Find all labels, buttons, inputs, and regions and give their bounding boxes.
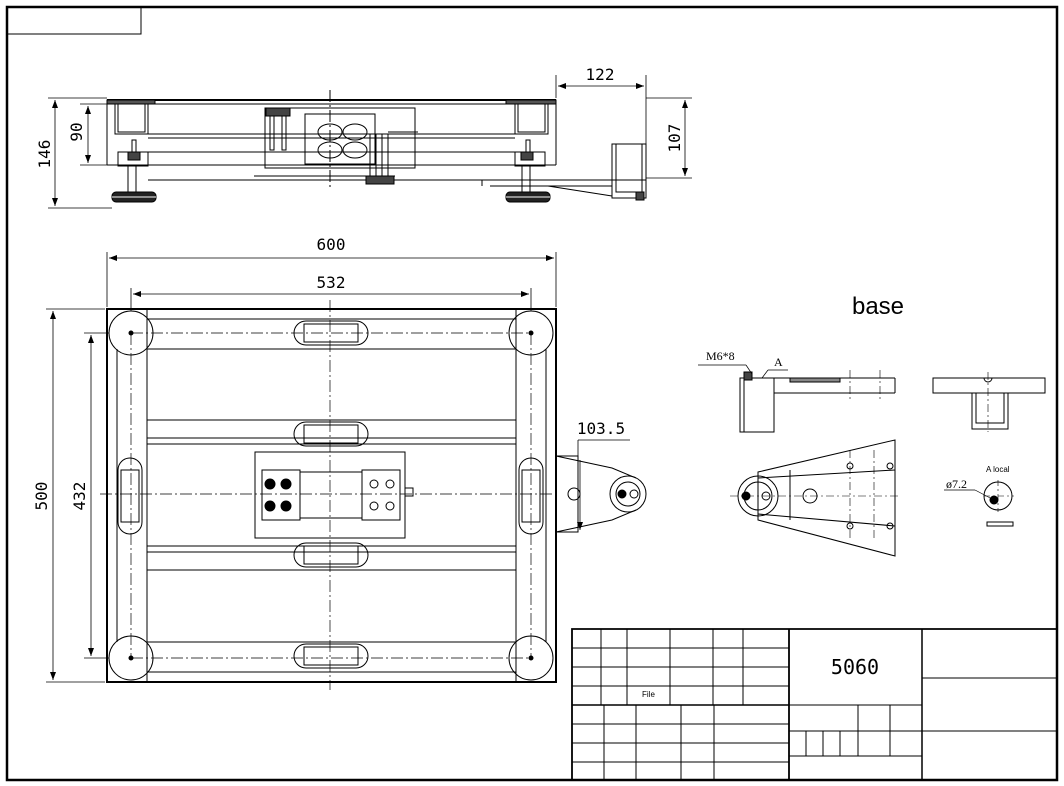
screw-ref: A: [774, 355, 783, 369]
detail-local-label: A local: [986, 465, 1010, 474]
dim-side-height: 146: [35, 140, 54, 169]
corner-label-box: [7, 7, 141, 34]
sheet-border: [7, 7, 1057, 780]
dim-overall-depth: 500: [32, 482, 51, 511]
dim-bracket-offset: 122: [586, 65, 615, 84]
file-label: File: [642, 690, 655, 699]
top-view: [100, 300, 646, 690]
base-detail: [698, 365, 1045, 556]
dim-bracket-length: 103.5: [577, 419, 625, 438]
detail-title: base: [852, 293, 904, 320]
dim-bracket-height: 107: [665, 124, 684, 153]
side-dimensions: [48, 75, 692, 208]
dim-frame-height: 90: [67, 122, 86, 141]
drawing-number: 5060: [831, 655, 879, 679]
side-view: [107, 90, 646, 202]
dim-overall-width: 600: [317, 235, 346, 254]
dim-inner-depth: 432: [70, 482, 89, 511]
dim-inner-width: 532: [317, 273, 346, 292]
screw-spec: M6*8: [706, 349, 735, 363]
top-dimensions: [46, 252, 630, 682]
title-block: [572, 629, 1057, 780]
hole-dia: ø7.2: [946, 477, 967, 491]
